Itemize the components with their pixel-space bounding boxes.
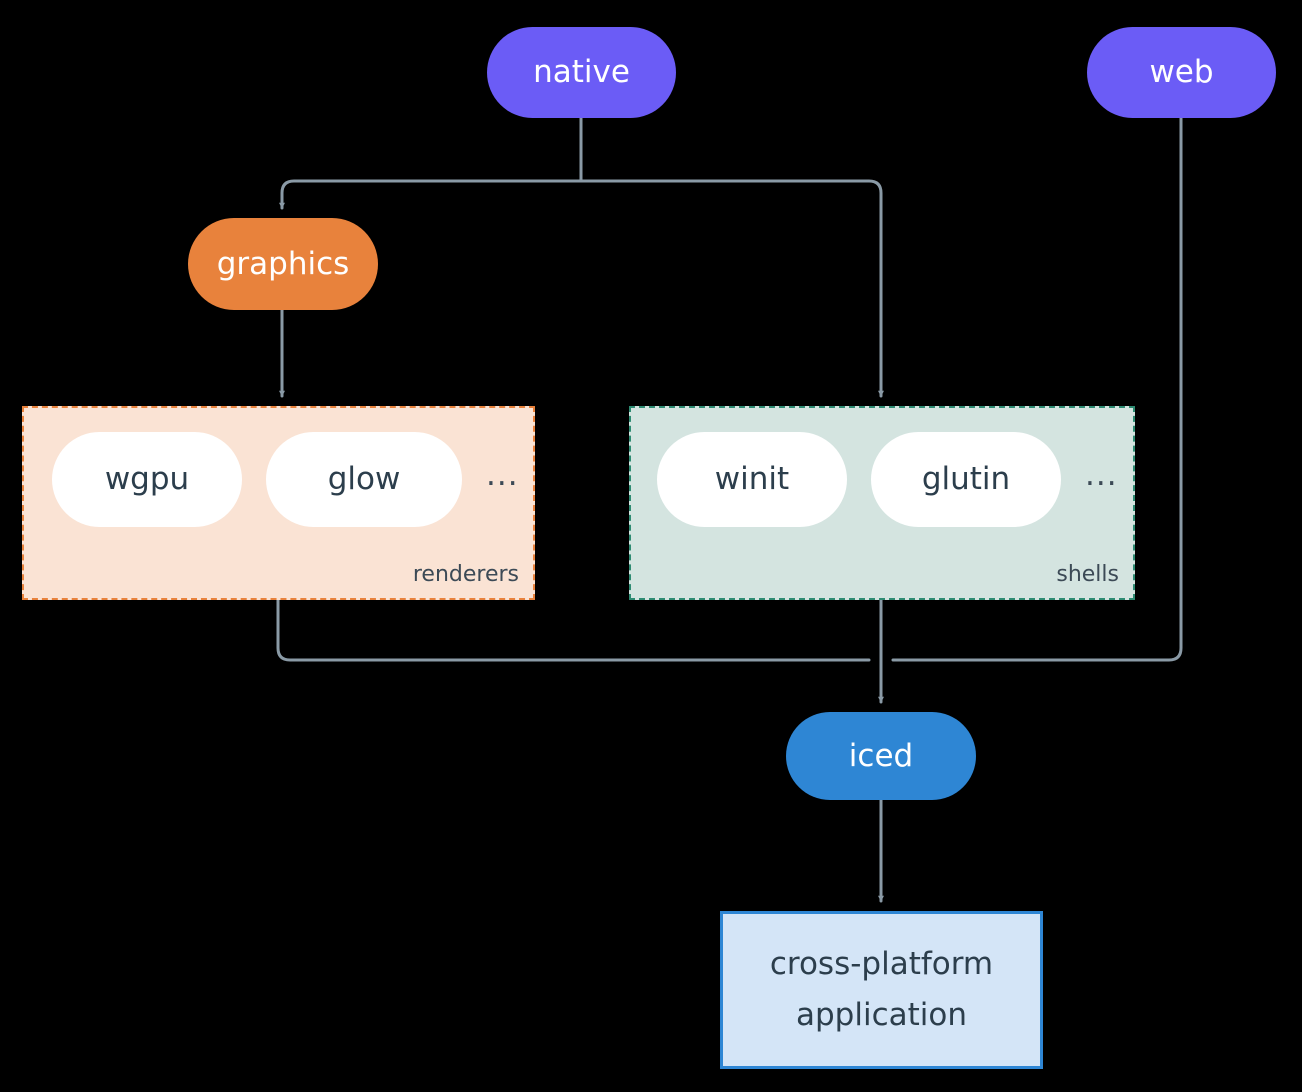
chip-glow[interactable]: glow [266,432,462,527]
application-label-line2: application [796,997,967,1033]
node-native-label: native [533,54,630,90]
edge-native-to-graphics [279,179,583,210]
chip-glutin[interactable]: glutin [871,432,1061,527]
node-iced[interactable]: iced [786,712,976,800]
chip-winit[interactable]: winit [657,432,847,527]
group-renderers-caption: renderers [412,562,519,587]
group-renderers: wgpu glow ... renderers [22,406,535,600]
node-iced-label: iced [848,737,914,774]
renderers-overflow-ellipsis: ... [486,457,519,493]
chip-wgpu[interactable]: wgpu [52,432,242,527]
edge-native-to-shells [579,179,884,398]
node-graphics[interactable]: graphics [188,218,378,310]
group-shells-items: winit glutin ... [631,432,1133,527]
chip-glow-label: glow [327,461,401,497]
shells-overflow-ellipsis: ... [1085,457,1118,493]
edge-renderers-to-iced [276,598,871,662]
node-native[interactable]: native [487,27,676,118]
node-web[interactable]: web [1087,27,1276,118]
application-label-line1: cross-platform [769,945,994,982]
node-graphics-label: graphics [216,245,350,282]
chip-glutin-label: glutin [921,461,1011,497]
group-shells: winit glutin ... shells [629,406,1135,600]
group-shells-caption: shells [1056,562,1119,587]
edge-web-to-iced [891,116,1183,662]
chip-winit-label: winit [714,461,790,497]
node-cross-platform-application[interactable]: cross-platform application [720,911,1043,1069]
node-web-label: web [1149,54,1214,90]
group-renderers-items: wgpu glow ... [24,432,533,527]
chip-wgpu-label: wgpu [104,461,190,497]
